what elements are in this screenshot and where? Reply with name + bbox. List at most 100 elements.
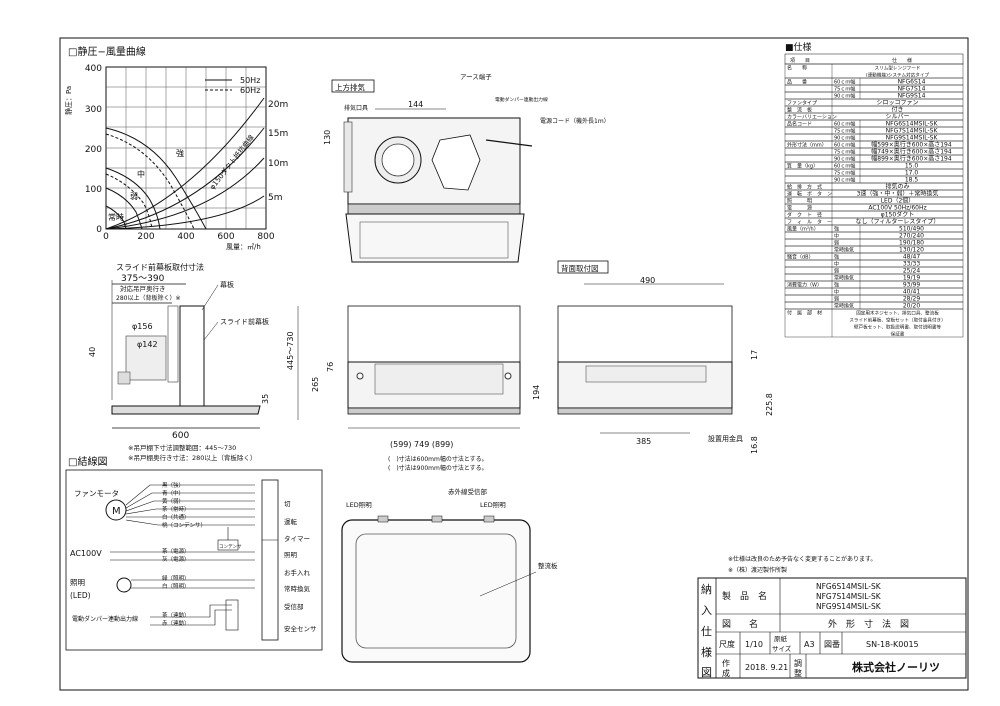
- spec-sub: 弱: [834, 297, 839, 303]
- top-title: 上方排気: [335, 82, 365, 92]
- spec-value: 15.0: [905, 163, 919, 170]
- light-wire: 緑（照明）: [162, 574, 190, 582]
- spec-key: 運 転 ボ タ ン: [787, 191, 832, 198]
- legend-50hz: 50Hz: [240, 76, 260, 85]
- bottom-led2: LED照明: [480, 501, 506, 509]
- spec-row: [784, 294, 964, 303]
- spec-key: 整 流 板: [787, 107, 812, 114]
- duct-20m: 20m: [268, 100, 288, 110]
- wiring-light: 照明: [70, 578, 85, 587]
- tb-side: 入: [701, 604, 712, 617]
- spec-sub: 90ｃｍ幅: [834, 135, 855, 142]
- tb-drawing-name: 外 形 寸 法 図: [828, 618, 909, 630]
- spec-value: 28/29: [903, 296, 920, 303]
- top-view: 上方排気 排気口具 アース端子 電動ダンパー連動出力線 電源コード（機外長1m）…: [323, 72, 610, 263]
- spec-sub: 60ｃｍ幅: [834, 163, 855, 170]
- spec-value: スリム型レンジフード: [875, 65, 921, 72]
- wiring-damper: 電動ダンパー連動出力線: [72, 615, 138, 623]
- cap-label: コンデンサ: [219, 543, 242, 550]
- y-tick: 200: [85, 145, 102, 155]
- spec-value: φ150ダクト: [881, 211, 914, 219]
- front-dim445: 445〜730: [286, 331, 295, 370]
- duct-15m: 15m: [268, 129, 288, 139]
- tb-date: 2018. 9.21: [745, 663, 788, 672]
- spec-row: [784, 259, 964, 268]
- spec-row: [784, 175, 964, 184]
- spec-row: [784, 287, 964, 296]
- y-tick: 300: [85, 105, 102, 115]
- spec-value: NFG7S14MSIL-SK: [886, 128, 939, 135]
- y-tick: 0: [96, 225, 102, 235]
- back-view: 背面取付図 490 17 225.8 385 設置用金具 16.8: [557, 260, 774, 454]
- chart-y-unit: 静圧：Pa: [64, 86, 73, 115]
- spec-value: 18.5: [905, 177, 919, 184]
- spec-sub: 75ｃｍ幅: [834, 149, 855, 156]
- spec-value: 130/120: [899, 247, 924, 254]
- spec-row: [784, 301, 964, 310]
- spec-value: 20/20: [903, 303, 920, 310]
- spec-sub: 90ｃｍ幅: [834, 93, 855, 100]
- spec-key: 品 番: [787, 79, 807, 86]
- spec-key: 電 源: [787, 205, 812, 212]
- spec-sub: 75ｃｍ幅: [834, 170, 855, 177]
- spec-sub: 常時換気: [834, 247, 854, 254]
- duct-label: φ150ダクト抵抗曲線: [207, 133, 255, 191]
- spec-sub: 90ｃｍ幅: [834, 177, 855, 184]
- spec-value: 270/240: [899, 233, 924, 240]
- side-note2: ※吊戸棚奥行き寸法：280以上（背板除く）: [128, 453, 256, 462]
- tb-number-label: 図番: [824, 639, 840, 649]
- y-tick: 400: [85, 64, 102, 74]
- switch-sensor: 安全センサ: [284, 624, 317, 633]
- switch-timer: タイマー: [284, 534, 310, 543]
- spec-sub: 常時換気: [834, 275, 854, 282]
- spec-sub: 90ｃｍ幅: [834, 156, 855, 163]
- spec-row: [784, 231, 964, 240]
- spec-value: 510/490: [899, 226, 924, 233]
- spec-key: カラーバリエーション: [787, 115, 837, 121]
- spec-value: 190/180: [899, 240, 924, 247]
- spec-sub: 75ｃｍ幅: [834, 128, 855, 135]
- tb-drawing-label: 図 名: [722, 618, 758, 630]
- bottom-filter: 整流板: [538, 561, 558, 570]
- switch-clean: お手入れ: [284, 568, 311, 577]
- spec-value: スライド前幕板、空板セット（取付金具付き）: [849, 317, 945, 324]
- spec-key: 風量（m³/h）: [787, 226, 819, 233]
- front-dim76: 76: [326, 362, 335, 372]
- switch-off: 切: [284, 500, 291, 508]
- duct-curves: [105, 97, 265, 230]
- top-dim144: 144: [408, 100, 423, 109]
- side-dim600: 600: [172, 431, 189, 441]
- side-depth-value: 280以上（背板除く）※: [116, 294, 180, 302]
- bottom-ir: 赤外線受信部: [448, 487, 488, 496]
- mode-medium: 中: [137, 169, 145, 179]
- spec-value: NFG6S14MSIL-SK: [886, 121, 939, 128]
- legend-60hz: 60Hz: [240, 86, 260, 95]
- spec-key: 給 排 方 式: [787, 184, 822, 191]
- tb-product: NFG7S14MSIL-SK: [816, 592, 882, 601]
- spec-value: 幅749×奥行き600×高さ194: [871, 148, 952, 156]
- spec-value: 40/41: [903, 289, 920, 296]
- side-depth-note: 対応吊戸奥行き: [120, 284, 166, 293]
- back-dim385: 385: [636, 437, 651, 446]
- spec-row: [784, 238, 964, 247]
- spec-value: 25/24: [903, 268, 920, 275]
- spec-value: NFG9S14MSIL-SK: [886, 135, 939, 142]
- spec-value: LED（2個）: [881, 197, 915, 205]
- bottom-view: LED照明 赤外線受信部 LED照明 整流板: [341, 487, 558, 663]
- spec-sub: 弱: [834, 269, 839, 275]
- spec-note1: ※仕様は改良のため予告なく変更することがあります。: [728, 555, 876, 563]
- tb-side: 図: [701, 666, 712, 679]
- bottom-led1: LED照明: [346, 501, 372, 509]
- spec-sub: 60ｃｍ幅: [834, 121, 855, 128]
- x-tick: 200: [137, 232, 154, 242]
- spec-sub: 強: [834, 254, 839, 261]
- chart-x-unit: 風量：㎥/h: [226, 242, 261, 251]
- spec-value: AC100V 50Hz/60Hz: [868, 205, 926, 212]
- wiring-diagram: □結線図 ファンモータ M 黒（強） 青（中） 黄（弱） 茶（常時） 白（共通）…: [65, 455, 323, 651]
- top-exhaust: 排気口具: [344, 104, 368, 112]
- top-dim130: 130: [323, 130, 332, 145]
- spec-value: 付き: [891, 106, 903, 114]
- side-view: スライド前幕板取付寸法 375〜390 対応吊戸奥行き 280以上（背板除く）※…: [88, 262, 270, 462]
- side-range: 375〜390: [121, 274, 165, 284]
- duct-10m: 10m: [268, 159, 288, 169]
